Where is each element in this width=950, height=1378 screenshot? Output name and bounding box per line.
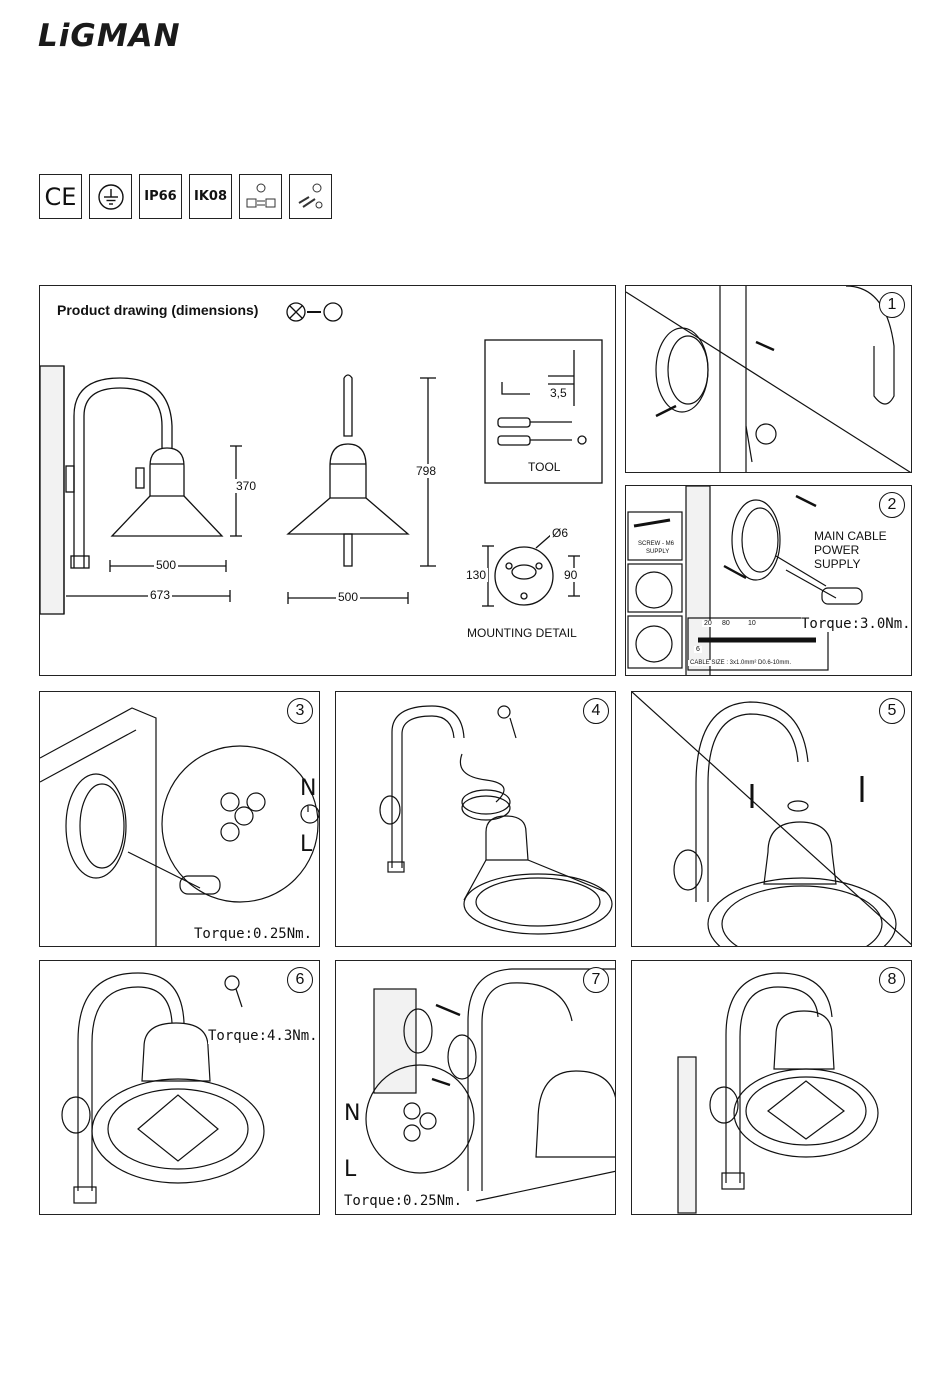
step-7-torque: Torque:0.25Nm.	[344, 1193, 462, 1209]
step-7-neutral-label: N	[344, 1101, 360, 1126]
step-2-strip-b: 80	[720, 620, 732, 627]
brand-logo: LiGMAN	[38, 18, 181, 54]
ce-mark-badge: CE	[39, 174, 82, 219]
step-3-panel: N L Torque:0.25Nm. 3	[39, 691, 320, 947]
step-8-panel: 8	[631, 960, 912, 1215]
tool-label: TOOL	[526, 460, 562, 474]
step-4-drawing	[336, 692, 616, 947]
dim-width-front: 500	[336, 590, 360, 604]
step-2-strip-d: 6	[694, 646, 702, 653]
dimensions-panel: Product drawing (dimensions)	[39, 285, 616, 676]
earth-ground-icon	[89, 174, 132, 219]
voltage-icon	[239, 174, 282, 219]
step-3-torque: Torque:0.25Nm.	[194, 926, 312, 942]
step-5-number: 5	[879, 698, 905, 724]
step-1-drawing	[626, 286, 912, 473]
step-4-panel: 4	[335, 691, 616, 947]
step-2-panel: MAIN CABLE POWER SUPPLY Torque:3.0Nm. SC…	[625, 485, 912, 676]
step-8-number: 8	[879, 967, 905, 993]
dim-height-total: 798	[414, 464, 438, 478]
step-2-number: 2	[879, 492, 905, 518]
certification-badges: CE IP66 IK08	[39, 174, 332, 219]
tool-hex-size: 3,5	[548, 386, 569, 400]
step-3-drawing	[40, 692, 320, 947]
step-7-drawing	[336, 961, 616, 1215]
dim-width-shade: 500	[154, 558, 178, 572]
step-1-number: 1	[879, 292, 905, 318]
step-6-torque: Torque:4.3Nm.	[208, 1028, 318, 1044]
step-1-panel: 1	[625, 285, 912, 473]
step-2-cable-size: CABLE SIZE : 3x1.0mm² D0.6-10mm.	[688, 660, 793, 666]
step-3-live-label: L	[300, 832, 312, 857]
step-4-number: 4	[583, 698, 609, 724]
step-7-panel: N L Torque:0.25Nm. 7	[335, 960, 616, 1215]
mounting-height: 130	[464, 568, 488, 582]
mounting-label: MOUNTING DETAIL	[465, 626, 579, 640]
mounting-hole: Ø6	[550, 526, 570, 540]
product-drawing	[40, 286, 616, 676]
step-2-strip-c: 10	[746, 620, 758, 627]
ip66-badge: IP66	[139, 174, 182, 219]
step-2-torque: Torque:3.0Nm.	[801, 616, 911, 632]
dim-projection: 673	[148, 588, 172, 602]
dim-height-side: 370	[234, 479, 258, 493]
step-8-drawing	[632, 961, 912, 1215]
step-6-panel: Torque:4.3Nm. 6	[39, 960, 320, 1215]
step-7-number: 7	[583, 967, 609, 993]
step-3-number: 3	[287, 698, 313, 724]
step-2-screw-label-1: SCREW - M6	[636, 541, 676, 547]
step-6-number: 6	[287, 967, 313, 993]
step-2-strip-a: 20	[702, 620, 714, 627]
step-5-panel: 5	[631, 691, 912, 947]
step-2-drawing	[626, 486, 912, 676]
step-2-screw-label-2: SUPPLY	[644, 549, 671, 555]
step-5-drawing	[632, 692, 912, 947]
step-3-neutral-label: N	[300, 776, 316, 801]
mounting-width: 90	[562, 568, 579, 582]
ik08-badge: IK08	[189, 174, 232, 219]
step-7-live-label: L	[344, 1157, 356, 1182]
step-2-cable-label-1: MAIN CABLE	[812, 529, 889, 543]
step-6-drawing	[40, 961, 320, 1215]
tools-icon	[289, 174, 332, 219]
step-2-cable-label-2: POWER SUPPLY	[812, 543, 911, 571]
